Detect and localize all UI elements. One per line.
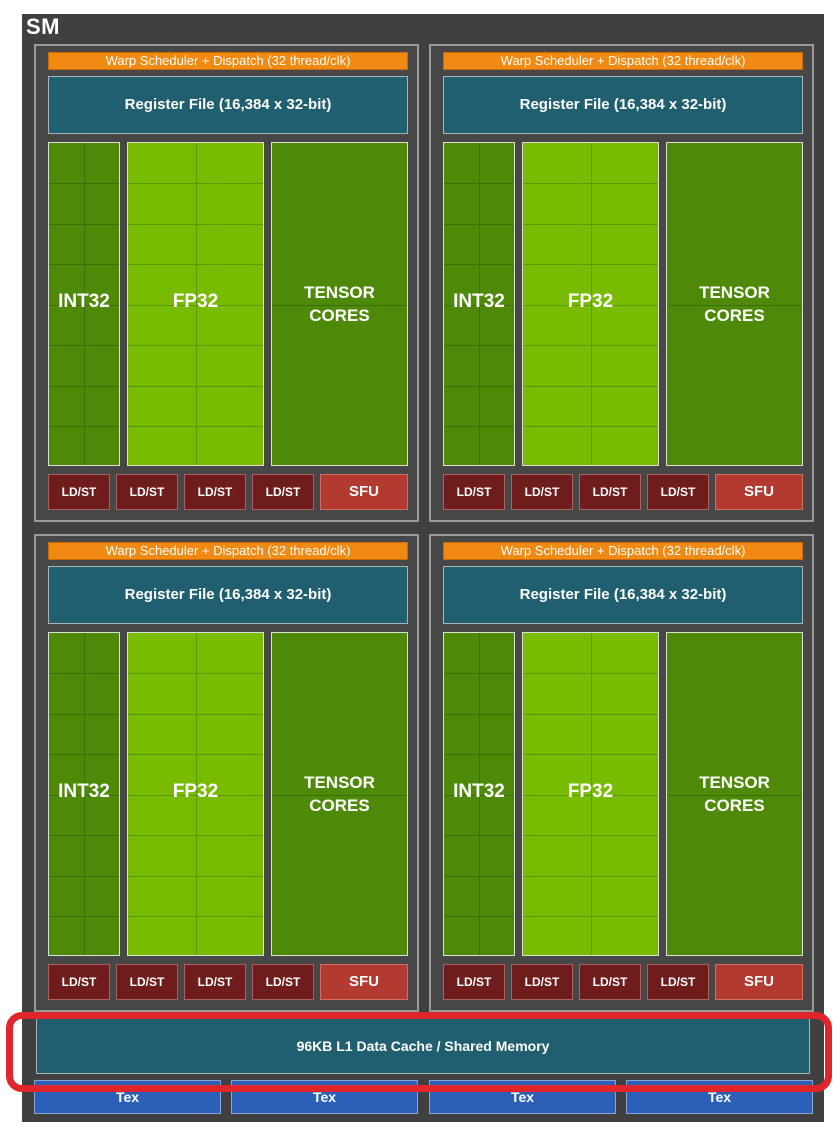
register-file: Register File (16,384 x 32-bit): [443, 566, 803, 624]
register-file: Register File (16,384 x 32-bit): [443, 76, 803, 134]
fp32-label: FP32: [172, 291, 219, 312]
ldst-unit: LD/ST: [511, 474, 573, 510]
int32-units: INT32: [48, 142, 120, 466]
ldst-unit: LD/ST: [48, 474, 110, 510]
fp32-label: FP32: [567, 291, 614, 312]
sfu-unit: SFU: [715, 474, 803, 510]
ldst-unit: LD/ST: [116, 474, 178, 510]
fp32-units: FP32: [127, 142, 264, 466]
ldst-unit: LD/ST: [184, 474, 246, 510]
int32-label: INT32: [453, 291, 505, 312]
warp-scheduler: Warp Scheduler + Dispatch (32 thread/clk…: [48, 52, 408, 70]
ldst-unit: LD/ST: [647, 964, 709, 1000]
fp32-units: FP32: [522, 632, 659, 956]
register-file: Register File (16,384 x 32-bit): [48, 76, 408, 134]
ldst-unit: LD/ST: [443, 964, 505, 1000]
ldst-unit: LD/ST: [443, 474, 505, 510]
warp-scheduler: Warp Scheduler + Dispatch (32 thread/clk…: [48, 542, 408, 560]
processing-block-2: Warp Scheduler + Dispatch (32 thread/clk…: [429, 44, 814, 522]
sfu-unit: SFU: [715, 964, 803, 1000]
ldst-unit: LD/ST: [48, 964, 110, 1000]
ldst-unit: LD/ST: [116, 964, 178, 1000]
int32-label: INT32: [58, 291, 110, 312]
ldst-unit: LD/ST: [252, 964, 314, 1000]
highlight-annotation: [6, 1012, 832, 1092]
ldst-unit: LD/ST: [184, 964, 246, 1000]
ldst-unit: LD/ST: [579, 474, 641, 510]
sm-title: SM: [26, 14, 60, 39]
ldst-unit: LD/ST: [647, 474, 709, 510]
sfu-unit: SFU: [320, 474, 408, 510]
processing-block-1: Warp Scheduler + Dispatch (32 thread/clk…: [34, 44, 419, 522]
ldst-unit: LD/ST: [511, 964, 573, 1000]
warp-scheduler: Warp Scheduler + Dispatch (32 thread/clk…: [443, 52, 803, 70]
ldst-unit: LD/ST: [579, 964, 641, 1000]
int32-label: INT32: [453, 781, 505, 802]
fp32-label: FP32: [172, 781, 219, 802]
fp32-units: FP32: [522, 142, 659, 466]
processing-block-3: Warp Scheduler + Dispatch (32 thread/clk…: [34, 534, 419, 1012]
sm-block: SM Warp Scheduler + Dispatch (32 thread/…: [22, 14, 824, 1122]
l1-data-cache-shared-memory: 96KB L1 Data Cache / Shared Memory: [36, 1018, 810, 1074]
warp-scheduler: Warp Scheduler + Dispatch (32 thread/clk…: [443, 542, 803, 560]
ldst-unit: LD/ST: [252, 474, 314, 510]
fp32-label: FP32: [567, 781, 614, 802]
int32-units: INT32: [443, 142, 515, 466]
register-file: Register File (16,384 x 32-bit): [48, 566, 408, 624]
processing-block-4: Warp Scheduler + Dispatch (32 thread/clk…: [429, 534, 814, 1012]
sfu-unit: SFU: [320, 964, 408, 1000]
fp32-units: FP32: [127, 632, 264, 956]
int32-label: INT32: [58, 781, 110, 802]
int32-units: INT32: [443, 632, 515, 956]
int32-units: INT32: [48, 632, 120, 956]
